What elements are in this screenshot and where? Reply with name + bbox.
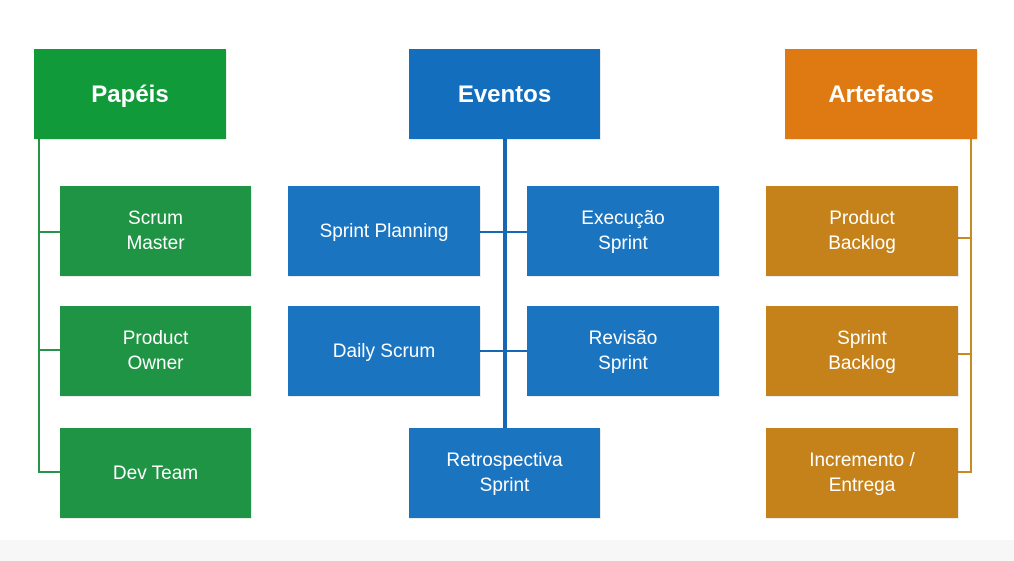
event-retrospectiva-sprint: Retrospectiva Sprint xyxy=(409,428,600,518)
event-sprint-planning: Sprint Planning xyxy=(288,186,480,276)
eventos-connector-vertical xyxy=(503,138,507,428)
papeis-header: Papéis xyxy=(34,49,226,139)
artefatos-connector-vertical xyxy=(970,138,972,472)
papeis-connector-product-owner xyxy=(38,349,60,351)
papeis-connector-scrum-master xyxy=(38,231,60,233)
artifact-incremento-entrega: Incremento / Entrega xyxy=(766,428,958,518)
artefatos-connector-product-backlog xyxy=(958,237,972,239)
event-daily-scrum: Daily Scrum xyxy=(288,306,480,396)
role-dev-team: Dev Team xyxy=(60,428,251,518)
eventos-connector-row1 xyxy=(479,231,528,233)
artefatos-connector-sprint-backlog xyxy=(958,353,972,355)
papeis-connector-vertical xyxy=(38,138,40,472)
artifact-sprint-backlog: Sprint Backlog xyxy=(766,306,958,396)
event-execucao-sprint: Execução Sprint xyxy=(527,186,719,276)
role-scrum-master: Scrum Master xyxy=(60,186,251,276)
artefatos-connector-incremento xyxy=(958,471,972,473)
papeis-connector-dev-team xyxy=(38,471,60,473)
eventos-connector-row2 xyxy=(479,350,528,352)
artifact-product-backlog: Product Backlog xyxy=(766,186,958,276)
role-product-owner: Product Owner xyxy=(60,306,251,396)
event-revisao-sprint: Revisão Sprint xyxy=(527,306,719,396)
bottom-strip xyxy=(0,540,1014,561)
artefatos-header: Artefatos xyxy=(785,49,977,139)
eventos-header: Eventos xyxy=(409,49,600,139)
